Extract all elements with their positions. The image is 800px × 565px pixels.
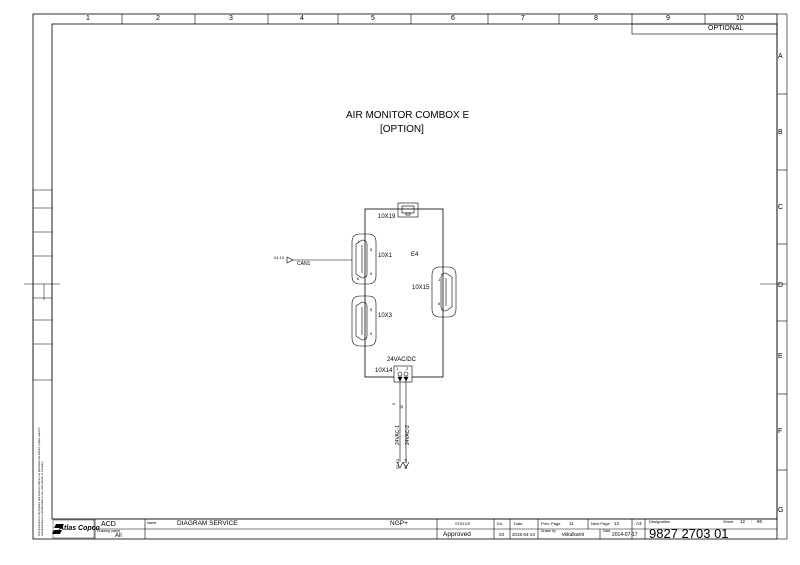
row-label-c: C <box>778 204 784 211</box>
date-value: 2015-04-24 <box>512 532 536 537</box>
diagram-subtitle: [OPTION] <box>380 124 424 135</box>
optional-label: OPTIONAL <box>708 25 744 32</box>
col-label-1: 1 <box>86 15 90 22</box>
name-label: Name <box>147 521 157 525</box>
edition-label: Ed. <box>497 521 504 526</box>
sheet-total: 96 <box>757 519 763 524</box>
pin-10x1-1: 1 <box>357 239 360 244</box>
status-value: Approved <box>443 531 471 538</box>
title-block-grid <box>52 518 777 539</box>
date-label: Date <box>514 521 523 526</box>
drawing-owner-label: Drawing owner <box>97 529 121 533</box>
side-legal-note: This document is our property and shall … <box>38 427 45 536</box>
conn-label-10x19: 10X19 <box>378 214 396 220</box>
conn-label-10x3: 10X3 <box>378 313 393 319</box>
sheet-separator: : <box>751 519 753 524</box>
rj-connector-10x19-icon <box>397 202 419 218</box>
pin-10x14-1: 1 <box>396 366 399 371</box>
dsub-connector-10x15-icon <box>431 266 457 318</box>
dsub-connector-10x1-icon <box>351 233 377 285</box>
pin-10x14-2: 2 <box>406 366 409 371</box>
col-label-4: 4 <box>300 15 304 22</box>
designation-label: Designation <box>649 519 671 524</box>
col-label-6: 6 <box>451 15 455 22</box>
prev-page-label: Prev. Page <box>541 521 561 526</box>
col-label-9: 9 <box>666 15 670 22</box>
drawing-owner-value: All <box>115 533 122 539</box>
pin-10x3-9: 9 <box>370 331 373 336</box>
date2-value: 2014-07-17 <box>612 532 638 538</box>
wire-ref-2: 02.10 <box>403 458 408 469</box>
conn-label-10x14: 10X14 <box>375 368 393 374</box>
product-name: NGP+ <box>390 520 408 527</box>
power-wires <box>396 382 410 469</box>
prev-page-value: 11 <box>569 521 574 526</box>
col-label-3: 3 <box>229 15 233 22</box>
wire-num-5: 5 <box>391 402 396 405</box>
pin-10x1-9: 9 <box>370 271 373 276</box>
acd-label: ACD <box>101 521 116 528</box>
sheet-number: 12 <box>740 519 746 524</box>
can-label: CAN1 <box>297 261 311 267</box>
conn-label-10x1: 10X1 <box>378 253 393 259</box>
wire-label-2: 24VAC-2 <box>405 425 411 445</box>
wire-num-11: 11 <box>399 404 404 409</box>
pin-10x1-5: 5 <box>370 247 373 252</box>
next-page-label: Next Page <box>591 521 610 526</box>
diagram-title: AIR MONITOR COMBOX E <box>346 110 470 121</box>
col-label-10: 10 <box>736 15 744 22</box>
row-label-g: G <box>778 507 784 514</box>
inner-frame <box>51 23 778 520</box>
status-label: STATUS <box>455 521 471 526</box>
conn-label-10x15: 10X15 <box>412 285 430 291</box>
can-wire <box>286 256 352 264</box>
brand-logo-mark <box>52 524 64 534</box>
sheet-label: Sheet <box>723 519 734 524</box>
row-label-f: F <box>778 428 783 435</box>
date2-label: Date <box>603 529 611 533</box>
drawn-by-value: vkkulkarni <box>562 532 585 538</box>
pin-10x15-6: 6 <box>438 301 441 306</box>
column-ticks <box>121 14 706 24</box>
designation-number: 9827 2703 01 <box>649 526 729 541</box>
col-label-8: 8 <box>594 15 598 22</box>
combox-device-body <box>364 208 444 378</box>
col-label-7: 7 <box>521 15 525 22</box>
supply-label: 24VAC/DC <box>387 357 416 363</box>
row-label-b: B <box>778 129 783 136</box>
row-ticks <box>777 13 788 540</box>
dsub-connector-10x3-icon <box>351 295 377 347</box>
wire-label-1: 24VAC-1 <box>395 425 401 445</box>
col-label-2: 2 <box>156 15 160 22</box>
wire-ref-1: 02.10 <box>395 458 400 469</box>
sheet-format: A3 <box>636 521 642 526</box>
row-label-a: A <box>778 53 783 60</box>
brand-name: Atlas Copco <box>59 525 100 532</box>
drawn-by-label: Drawn by <box>541 529 556 533</box>
left-margin-strip <box>24 189 787 381</box>
power-connector-10x14-icon <box>393 365 413 383</box>
pin-10x3-5: 5 <box>370 307 373 312</box>
drawing-name: DIAGRAM SERVICE <box>177 520 238 527</box>
row-label-e: E <box>778 353 783 360</box>
pin-10x15-1: 1 <box>438 277 441 282</box>
pin-10x1-6: 6 <box>357 276 360 281</box>
optional-box <box>631 23 778 35</box>
col-label-5: 5 <box>371 15 375 22</box>
next-page-value: 13 <box>614 521 620 526</box>
edition-value: 03 <box>499 532 505 537</box>
can-ref: 04.10 <box>274 255 285 260</box>
device-label: E4 <box>411 252 419 258</box>
row-label-d: D <box>778 282 784 289</box>
